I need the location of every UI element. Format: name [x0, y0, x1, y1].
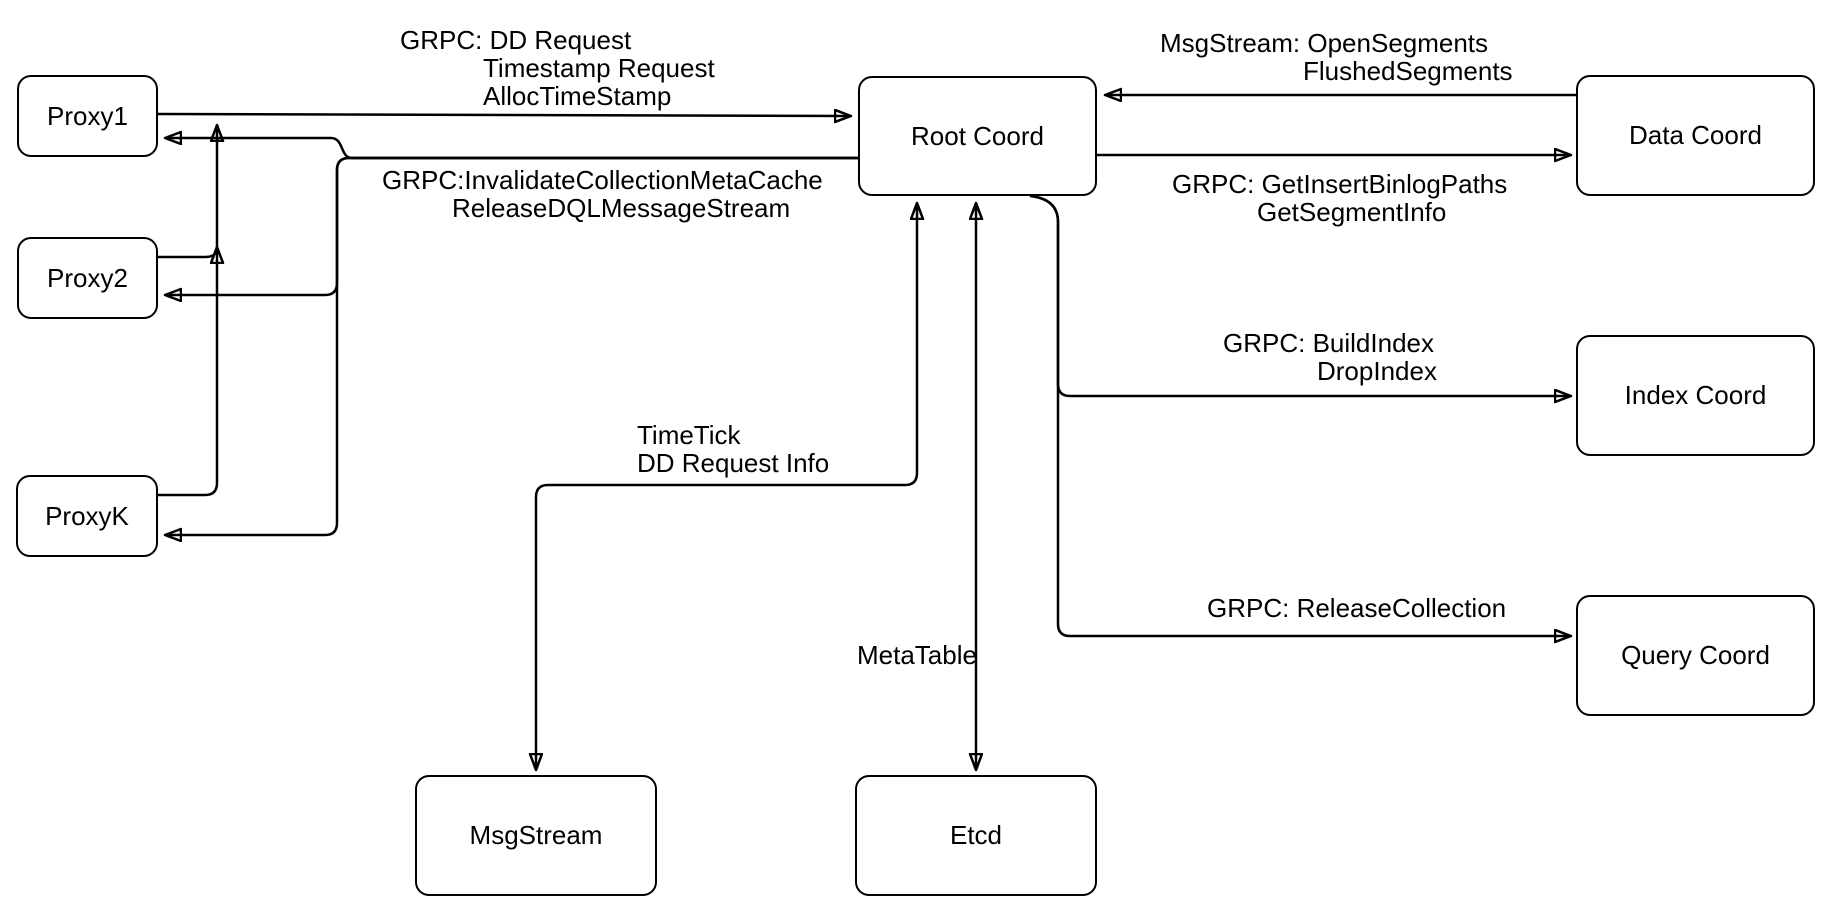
edge-label-root-to-proxy: GRPC:InvalidateCollectionMetaCache Relea…	[382, 166, 823, 222]
edge-root-coord-to-proxy1	[166, 138, 858, 160]
node-label: Query Coord	[1621, 640, 1770, 670]
edge-label-line: GRPC:InvalidateCollectionMetaCache	[382, 165, 823, 195]
edge-label-line: DD Request Info	[637, 448, 830, 478]
node-msgstream: MsgStream	[415, 775, 657, 896]
node-label: Etcd	[949, 820, 1003, 850]
edge-label-data-to-root: MsgStream: OpenSegments FlushedSegments	[1160, 29, 1513, 85]
node-root-coord: Root Coord	[858, 76, 1097, 196]
node-proxy2: Proxy2	[17, 237, 158, 319]
edge-label-line: GRPC: ReleaseCollection	[1207, 593, 1507, 623]
edge-label-root-to-index: GRPC: BuildIndex DropIndex	[1223, 329, 1437, 385]
edge-label-line: GRPC: DD Request	[400, 25, 632, 55]
node-label: Index Coord	[1624, 380, 1767, 410]
edge-label-proxy-to-root: GRPC: DD Request Timestamp Request Alloc…	[400, 26, 715, 110]
node-label: Proxy2	[47, 262, 128, 293]
node-label: Data Coord	[1629, 120, 1762, 150]
edge-root-coord-to-proxyk	[166, 156, 858, 535]
edge-label-line: AllocTimeStamp	[483, 81, 672, 111]
node-label: Proxy1	[47, 100, 128, 131]
edge-proxyk-merge-up	[158, 126, 217, 497]
edge-label-root-to-query: GRPC: ReleaseCollection	[1207, 594, 1506, 622]
edge-proxy1-to-root-coord	[157, 114, 850, 116]
edge-label-line: GRPC: BuildIndex	[1223, 328, 1434, 358]
node-etcd: Etcd	[855, 775, 1097, 896]
node-data-coord: Data Coord	[1576, 75, 1815, 196]
node-index-coord: Index Coord	[1576, 335, 1815, 456]
edge-label-line: MsgStream: OpenSegments	[1160, 28, 1489, 58]
edge-label-line: MetaTable	[857, 640, 977, 670]
node-proxyk: ProxyK	[16, 475, 158, 557]
edge-label-root-to-msgstream: TimeTick DD Request Info	[637, 421, 829, 477]
edge-proxy2-merge-up	[158, 248, 217, 257]
edge-root-coord-to-query-coord	[1029, 194, 1570, 636]
node-proxy1: Proxy1	[17, 75, 158, 157]
edge-label-line: Timestamp Request	[483, 53, 715, 83]
edge-label-line: GetSegmentInfo	[1257, 197, 1447, 227]
edge-label-root-to-data: GRPC: GetInsertBinlogPaths GetSegmentInf…	[1172, 170, 1507, 226]
edge-label-line: DropIndex	[1317, 356, 1437, 386]
edge-root-coord-msgstream	[536, 204, 917, 769]
edge-label-line: ReleaseDQLMessageStream	[452, 193, 791, 223]
edge-label-line: GRPC: GetInsertBinlogPaths	[1172, 169, 1508, 199]
node-label: Root Coord	[911, 120, 1044, 151]
edge-label-line: TimeTick	[637, 420, 741, 450]
node-label: ProxyK	[45, 500, 129, 531]
node-label: MsgStream	[469, 820, 603, 850]
edge-label-line: FlushedSegments	[1303, 56, 1513, 86]
edge-label-root-to-etcd: MetaTable	[857, 641, 977, 669]
node-query-coord: Query Coord	[1576, 595, 1815, 716]
